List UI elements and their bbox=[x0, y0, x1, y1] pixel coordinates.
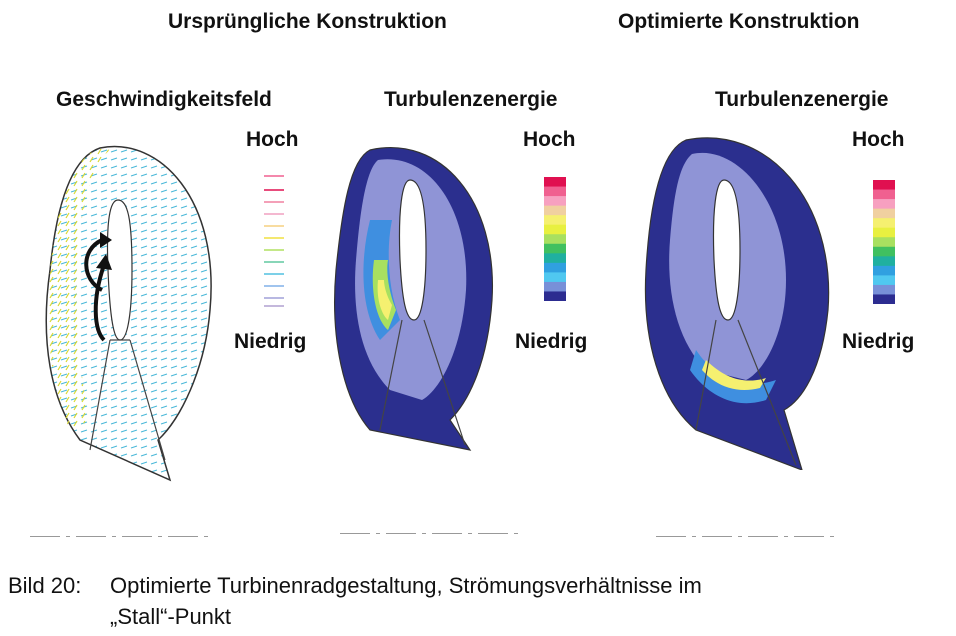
scale-step bbox=[544, 177, 566, 188]
header-optimized-design: Optimierte Konstruktion bbox=[618, 10, 860, 33]
divider-dash-3 bbox=[656, 536, 836, 537]
scale-step bbox=[873, 218, 895, 229]
caption-line-2: „Stall“-Punkt bbox=[110, 604, 232, 629]
scale-step bbox=[544, 224, 566, 235]
scale-step bbox=[873, 180, 895, 191]
scale-high-label-2: Hoch bbox=[523, 128, 576, 151]
velocity-field-figure bbox=[45, 145, 212, 482]
velocity-color-scale bbox=[264, 175, 284, 307]
caption-label: Bild 20: bbox=[8, 573, 82, 598]
scale-step bbox=[544, 262, 566, 273]
scale-step bbox=[544, 253, 566, 264]
panel-title-velocity-field: Geschwindigkeitsfeld bbox=[56, 88, 272, 111]
scale-high-label-1: Hoch bbox=[246, 128, 299, 151]
divider-dash-2 bbox=[340, 533, 520, 534]
turbulence-color-scale-optimized bbox=[873, 180, 895, 304]
scale-step bbox=[873, 265, 895, 276]
scale-step bbox=[544, 205, 566, 216]
scale-step bbox=[873, 256, 895, 267]
scale-step bbox=[873, 294, 895, 304]
turbulence-optimized-figure bbox=[644, 137, 830, 470]
scale-step bbox=[873, 208, 895, 219]
scale-step bbox=[544, 281, 566, 292]
scale-step bbox=[873, 189, 895, 200]
divider-dash-1 bbox=[30, 536, 210, 537]
turbulence-color-scale-original bbox=[544, 177, 566, 301]
scale-step bbox=[544, 291, 566, 301]
header-original-design: Ursprüngliche Konstruktion bbox=[168, 10, 447, 33]
scale-step bbox=[544, 243, 566, 254]
scale-step bbox=[873, 246, 895, 257]
scale-step bbox=[873, 237, 895, 248]
scale-step bbox=[544, 215, 566, 226]
scale-step bbox=[873, 284, 895, 295]
scale-low-label-2: Niedrig bbox=[515, 330, 588, 353]
turbulence-original-figure bbox=[334, 147, 494, 451]
caption-line-1: Optimierte Turbinenradgestaltung, Strömu… bbox=[110, 573, 702, 598]
panel-title-turbulence-optimized: Turbulenzenergie bbox=[715, 88, 889, 111]
scale-step bbox=[873, 275, 895, 286]
scale-high-label-3: Hoch bbox=[852, 128, 905, 151]
scale-step bbox=[544, 272, 566, 283]
scale-low-label-1: Niedrig bbox=[234, 330, 307, 353]
panel-title-turbulence-original: Turbulenzenergie bbox=[384, 88, 558, 111]
scale-low-label-3: Niedrig bbox=[842, 330, 915, 353]
scale-step bbox=[873, 227, 895, 238]
scale-step bbox=[873, 199, 895, 210]
scale-step bbox=[544, 196, 566, 207]
scale-step bbox=[544, 234, 566, 245]
scale-step bbox=[544, 186, 566, 197]
